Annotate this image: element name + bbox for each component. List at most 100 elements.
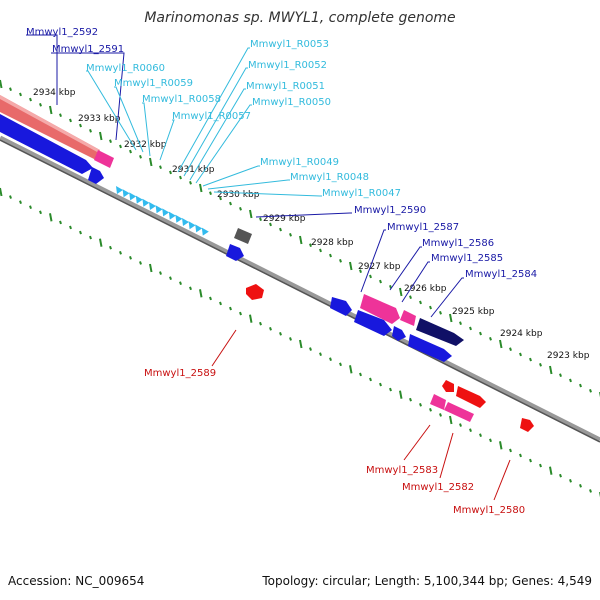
leader-R0049 (202, 165, 260, 187)
feature-red-2589[interactable] (246, 284, 264, 300)
label-mmwyl1-2583[interactable]: Mmwyl1_2583 (366, 465, 438, 476)
leader-R0047 (213, 191, 322, 197)
outer-track-minor-tick (519, 352, 522, 357)
outer-track-minor-tick (139, 154, 142, 159)
label-mmwyl1-2582[interactable]: Mmwyl1_2582 (402, 482, 474, 493)
label-mmwyl1-r0049[interactable]: Mmwyl1_R0049 (260, 157, 339, 168)
label-mmwyl1-r0059[interactable]: Mmwyl1_R0059 (114, 78, 193, 89)
leader-R0048 (207, 179, 290, 190)
inner-track-minor-tick (239, 311, 242, 316)
outer-track-major-tick (149, 157, 153, 167)
trna-arrow[interactable] (188, 221, 196, 230)
outer-track-minor-tick (209, 191, 212, 196)
tick-label-2925: 2925 kbp (452, 307, 495, 317)
inner-track-minor-tick (169, 276, 172, 280)
feature-blue-bar-3[interactable] (408, 334, 452, 362)
feature-gray[interactable] (234, 228, 252, 244)
outer-track-minor-tick (159, 165, 162, 170)
inner-track-minor-tick (19, 200, 22, 204)
feature-pink-2587[interactable] (360, 294, 400, 324)
outer-track-minor-tick (359, 269, 362, 274)
tick-label-2924: 2924 kbp (500, 329, 543, 339)
feature-red-small-1[interactable] (442, 380, 454, 392)
outer-track-minor-tick (289, 232, 292, 237)
label-mmwyl1-2589[interactable]: Mmwyl1_2589 (144, 368, 216, 379)
inner-track-minor-tick (559, 473, 562, 478)
inner-track-minor-tick (129, 256, 132, 260)
trna-arrow[interactable] (142, 198, 150, 207)
inner-track-minor-tick (9, 195, 12, 199)
feature-pink-small-2[interactable] (400, 310, 416, 326)
outer-track-minor-tick (9, 87, 12, 92)
trna-arrow-group (116, 186, 209, 236)
trna-arrow[interactable] (155, 205, 163, 214)
inner-track-major-tick (99, 238, 103, 247)
trna-arrow[interactable] (122, 189, 130, 198)
feature-pink-2582b[interactable] (444, 402, 474, 422)
label-mmwyl1-r0050[interactable]: Mmwyl1_R0050 (252, 97, 331, 108)
trna-arrow[interactable] (175, 214, 183, 223)
inner-track-minor-tick (539, 463, 542, 468)
tick-label-2926: 2926 kbp (404, 284, 447, 294)
feature-pink-small-1[interactable] (94, 150, 114, 168)
label-mmwyl1-r0052[interactable]: Mmwyl1_R0052 (248, 60, 327, 71)
outer-track-minor-tick (339, 258, 342, 263)
outer-track-minor-tick (469, 326, 472, 331)
feature-blue-arrow-4[interactable] (392, 326, 406, 341)
inner-track-major-tick (549, 466, 553, 475)
label-mmwyl1-r0051[interactable]: Mmwyl1_R0051 (246, 81, 325, 92)
label-mmwyl1-r0047[interactable]: Mmwyl1_R0047 (322, 188, 401, 199)
trna-arrow[interactable] (116, 186, 123, 194)
leader-2584 (430, 277, 464, 318)
label-mmwyl1-2584[interactable]: Mmwyl1_2584 (465, 269, 537, 280)
inner-track-minor-tick (459, 423, 462, 427)
label-mmwyl1-r0053[interactable]: Mmwyl1_R0053 (250, 39, 329, 50)
outer-track-minor-tick (189, 180, 192, 185)
inner-track-major-tick (49, 213, 53, 222)
feature-red-2583[interactable] (456, 386, 486, 408)
trna-arrow[interactable] (168, 211, 176, 220)
inner-track-minor-tick (69, 225, 72, 230)
trna-arrow[interactable] (201, 227, 209, 236)
trna-arrow[interactable] (195, 224, 203, 233)
label-mmwyl1-2591[interactable]: Mmwyl1_2591 (52, 44, 124, 55)
feature-blue-bar-2[interactable] (354, 310, 392, 336)
label-mmwyl1-2580[interactable]: Mmwyl1_2580 (453, 505, 525, 516)
label-mmwyl1-r0060[interactable]: Mmwyl1_R0060 (86, 63, 165, 74)
trna-arrow[interactable] (135, 195, 143, 204)
label-mmwyl1-2590[interactable]: Mmwyl1_2590 (354, 205, 426, 216)
label-mmwyl1-2585[interactable]: Mmwyl1_2585 (431, 253, 503, 264)
inner-track-major-tick (199, 289, 203, 298)
inner-track-minor-tick (419, 402, 422, 407)
inner-track-minor-tick (39, 210, 42, 215)
trna-arrow[interactable] (162, 208, 170, 217)
trna-arrow[interactable] (149, 202, 156, 210)
feature-red-2580[interactable] (520, 418, 534, 432)
trna-arrow[interactable] (182, 218, 189, 226)
feature-navy-2584[interactable] (416, 318, 464, 346)
label-mmwyl1-2586[interactable]: Mmwyl1_2586 (422, 238, 494, 249)
feature-blue-arrow-2[interactable] (226, 244, 244, 261)
label-mmwyl1-r0048[interactable]: Mmwyl1_R0048 (290, 172, 369, 183)
inner-track-minor-tick (139, 261, 142, 265)
inner-track-minor-tick (259, 321, 262, 326)
label-mmwyl1-r0058[interactable]: Mmwyl1_R0058 (142, 94, 221, 105)
inner-track-minor-tick (29, 205, 32, 210)
leader-2589 (211, 329, 237, 367)
outer-track-major-tick (299, 235, 303, 245)
inner-track-minor-tick (269, 326, 272, 331)
leader-R0058 (142, 102, 151, 157)
inner-track-minor-tick (119, 250, 122, 255)
label-mmwyl1-2587[interactable]: Mmwyl1_2587 (387, 222, 459, 233)
outer-track-major-tick (399, 287, 403, 297)
inner-track-minor-tick (439, 413, 442, 417)
label-mmwyl1-r0057[interactable]: Mmwyl1_R0057 (172, 111, 251, 122)
label-mmwyl1-2592[interactable]: Mmwyl1_2592 (26, 27, 98, 38)
feature-blue-bar[interactable] (0, 114, 93, 174)
trna-arrow[interactable] (129, 192, 137, 201)
feature-pink-2582a[interactable] (430, 394, 446, 410)
inner-track-minor-tick (309, 347, 312, 351)
feature-blue-arrow-1[interactable] (88, 167, 104, 184)
feature-blue-arrow-3[interactable] (330, 297, 352, 316)
leader-2580 (493, 459, 511, 501)
